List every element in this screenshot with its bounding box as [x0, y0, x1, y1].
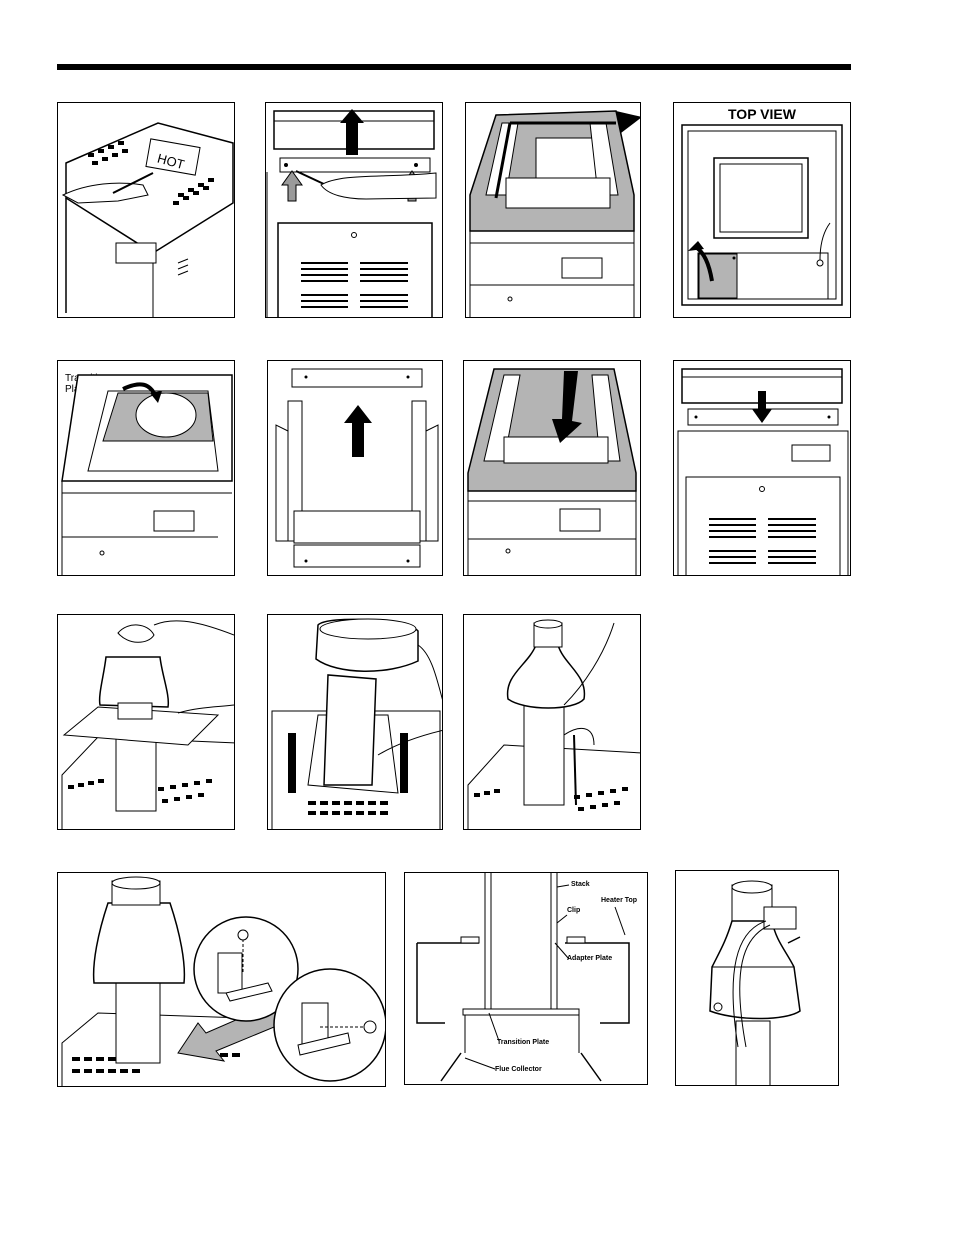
figure-remove-top-panel: HOT [57, 102, 235, 318]
figure-draft-hood-wire [675, 870, 839, 1086]
figure-lower-frame [463, 360, 641, 576]
figure-insert-pipe [267, 614, 443, 830]
lower-frame-drawing [464, 361, 641, 576]
figure-secure-hood [463, 614, 641, 830]
adapter-plate-label: Adapter Plate [567, 955, 612, 962]
stack-diagram-drawing [405, 873, 648, 1085]
header-rule [57, 64, 851, 70]
stack-label: Stack [571, 881, 590, 888]
clip-label: Clip [567, 907, 580, 914]
figure-top-view: TOP VIEW [673, 102, 851, 318]
secure-hood-drawing [464, 615, 641, 830]
figure-replace-cover [673, 360, 851, 576]
figure-remove-frame [465, 102, 641, 318]
figure-stack-diagram: Stack Heater Top Clip Adapter Plate Tran… [404, 872, 648, 1085]
figure-attach-bracket [57, 872, 386, 1087]
draft-hood-wire-drawing [676, 871, 839, 1086]
figure-lift-cover [265, 102, 443, 318]
figure-install-frame [267, 360, 443, 576]
flue-collector-label: Flue Collector [495, 1066, 542, 1073]
remove-frame-drawing [466, 103, 641, 318]
insert-pipe-drawing [268, 615, 443, 830]
heater-top-drawing: HOT [58, 103, 235, 318]
place-hood-drawing [58, 615, 235, 830]
top-view-drawing [674, 103, 851, 318]
attach-bracket-drawing [58, 873, 386, 1087]
heater-top-label: Heater Top [601, 897, 637, 904]
install-frame-drawing [268, 361, 443, 576]
lift-cover-drawing [266, 103, 443, 318]
transition-plate-drawing [58, 361, 235, 576]
figure-place-hood [57, 614, 235, 830]
figure-transition-plate: Transition Plate [57, 360, 235, 576]
replace-cover-drawing [674, 361, 851, 576]
transition-plate-diagram-label: Transition Plate [497, 1039, 549, 1046]
